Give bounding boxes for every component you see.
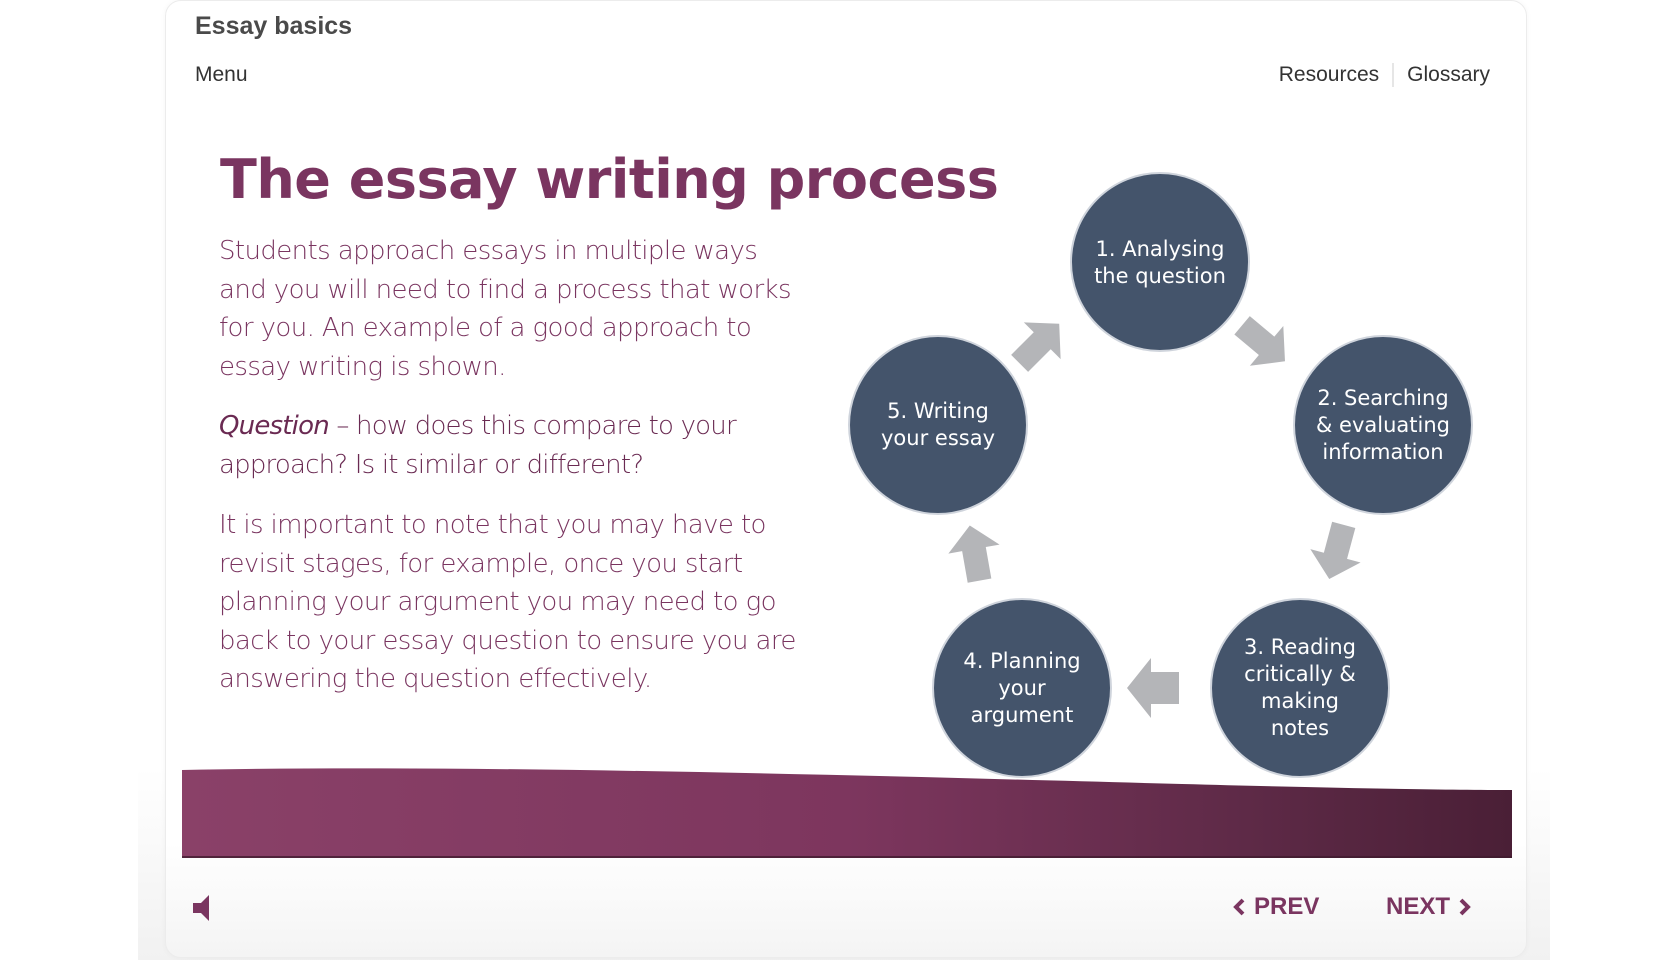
stage-analysing-question: 1. Analysing the question bbox=[1070, 172, 1250, 352]
speaker-icon[interactable] bbox=[193, 893, 215, 923]
stage-label: 1. Analysing the question bbox=[1094, 237, 1226, 288]
note-paragraph: It is important to note that you may hav… bbox=[219, 510, 796, 694]
prev-button[interactable]: PREV bbox=[1232, 893, 1319, 921]
question-paragraph: Question – how does this compare to your… bbox=[219, 407, 799, 484]
stage-searching-evaluating: 2. Searching & evaluating information bbox=[1293, 335, 1473, 515]
link-divider bbox=[1392, 63, 1395, 87]
chevron-left-icon bbox=[1233, 898, 1245, 916]
stage-label: 4. Planning your argument bbox=[963, 648, 1081, 727]
decorative-wave-band bbox=[182, 768, 1512, 858]
prev-label: PREV bbox=[1254, 893, 1320, 920]
stage-reading-critically: 3. Reading critically & making notes bbox=[1210, 598, 1390, 778]
question-label: Question bbox=[219, 411, 330, 441]
stage-planning-argument: 4. Planning your argument bbox=[932, 598, 1112, 778]
stage-label: 5. Writing your essay bbox=[881, 399, 995, 450]
stage-label: 3. Reading critically & making notes bbox=[1244, 635, 1356, 740]
next-button[interactable]: NEXT bbox=[1386, 893, 1472, 921]
course-title: Essay basics bbox=[195, 12, 353, 40]
stage-writing-essay: 5. Writing your essay bbox=[848, 335, 1028, 515]
resources-link[interactable]: Resources bbox=[1278, 63, 1380, 86]
intro-paragraph: Students approach essays in multiple way… bbox=[219, 236, 792, 382]
top-links: Resources Glossary bbox=[1279, 63, 1490, 87]
glossary-link[interactable]: Glossary bbox=[1407, 63, 1490, 86]
slide-heading: The essay writing process bbox=[220, 148, 999, 211]
question-text: – how does this compare to your approach… bbox=[219, 411, 737, 480]
menu-button[interactable]: Menu bbox=[195, 63, 248, 86]
chevron-right-icon bbox=[1459, 898, 1471, 916]
next-label: NEXT bbox=[1386, 893, 1451, 920]
stage-label: 2. Searching & evaluating information bbox=[1316, 385, 1450, 464]
